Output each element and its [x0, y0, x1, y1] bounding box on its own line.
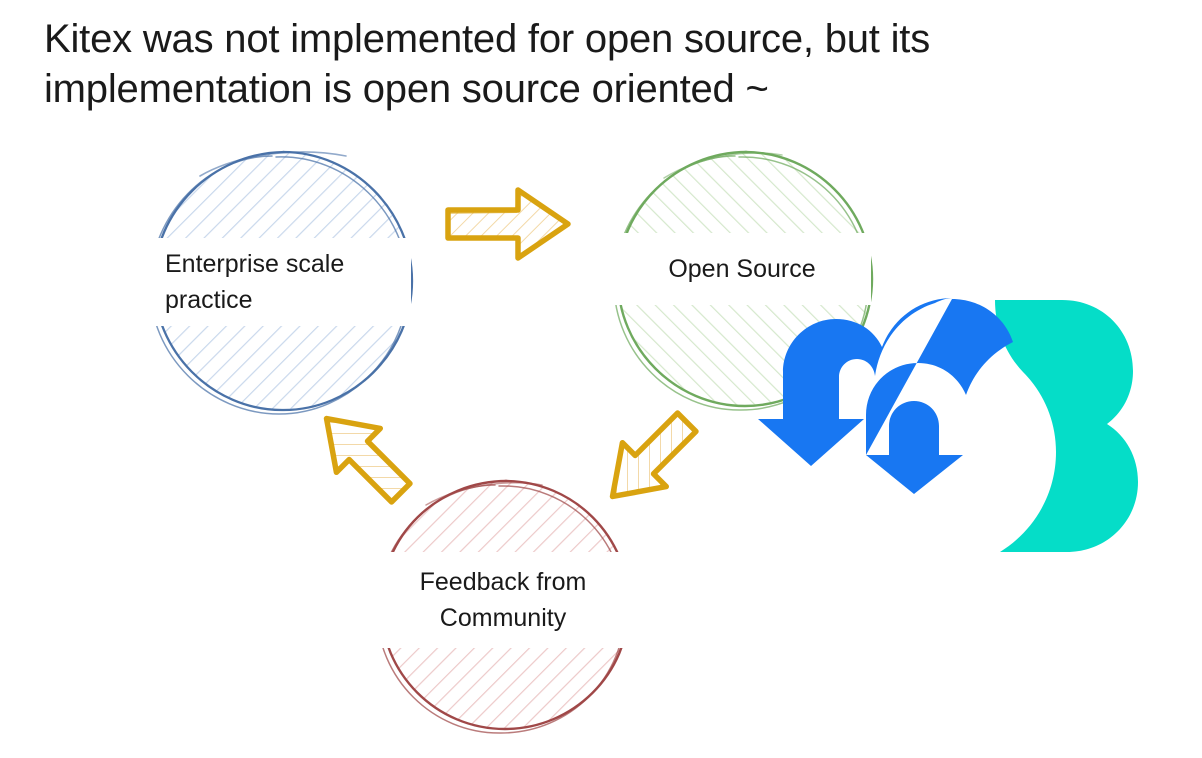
node-label-feedback: Feedback from Community	[370, 552, 636, 648]
arrow-feedback-to-enterprise	[323, 415, 413, 505]
node-label-enterprise: Enterprise scale practice	[143, 238, 411, 326]
arrow-enterprise-to-open-source	[445, 187, 571, 261]
node-label-feedback-text: Feedback from Community	[419, 567, 587, 632]
page-title: Kitex was not implemented for open sourc…	[44, 17, 931, 112]
node-label-open-source-text: Open Source	[668, 254, 816, 283]
node-label-open-source: Open Source	[613, 233, 871, 305]
node-label-enterprise-text: Enterprise scale practice	[165, 249, 345, 314]
arrow-open-source-to-feedback	[609, 410, 699, 500]
bytedance-cloud-logo	[758, 298, 1138, 552]
